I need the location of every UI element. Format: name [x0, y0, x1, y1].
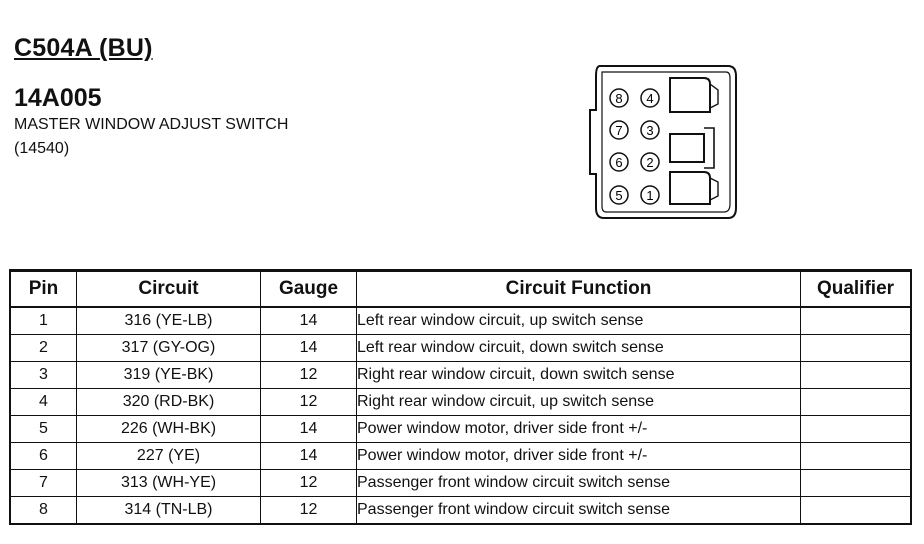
gauge-cell: 12: [260, 388, 357, 416]
pin-label: 8: [615, 91, 622, 106]
header-gauge: Gauge: [260, 270, 357, 308]
component-number: (14540): [14, 140, 70, 157]
qualifier-cell: [800, 361, 911, 389]
connector-pins: 8 4 7 3 6 2 5 1: [609, 88, 660, 205]
circuit-cell: 226 (WH-BK): [76, 415, 261, 443]
function-cell: Right rear window circuit, up switch sen…: [356, 388, 801, 416]
pin-table: Pin Circuit Gauge Circuit Function Quali…: [9, 269, 912, 525]
pin-7-marker: 7: [609, 120, 629, 140]
function-cell: Left rear window circuit, up switch sens…: [356, 306, 801, 335]
gauge-cell: 14: [260, 334, 357, 362]
circuit-cell: 316 (YE-LB): [76, 306, 261, 335]
pin-label: 7: [615, 123, 622, 138]
function-cell: Left rear window circuit, down switch se…: [356, 334, 801, 362]
pin-8-marker: 8: [609, 88, 629, 108]
qualifier-cell: [800, 415, 911, 443]
pin-2-marker: 2: [640, 152, 660, 172]
header-circuit: Circuit: [76, 270, 261, 308]
component-description: MASTER WINDOW ADJUST SWITCH: [14, 116, 289, 133]
table-row: 3 319 (YE-BK) 12 Right rear window circu…: [10, 361, 911, 389]
header-pin: Pin: [10, 270, 77, 308]
pin-label: 6: [615, 155, 622, 170]
gauge-cell: 12: [260, 361, 357, 389]
pin-cell: 4: [10, 388, 77, 416]
table-row: 1 316 (YE-LB) 14 Left rear window circui…: [10, 306, 911, 335]
function-cell: Passenger front window circuit switch se…: [356, 469, 801, 497]
table-header-row: Pin Circuit Gauge Circuit Function Quali…: [10, 270, 911, 308]
gauge-cell: 12: [260, 469, 357, 497]
table-row: 7 313 (WH-YE) 12 Passenger front window …: [10, 469, 911, 497]
pin-cell: 3: [10, 361, 77, 389]
pin-label: 1: [646, 188, 653, 203]
gauge-cell: 14: [260, 415, 357, 443]
circuit-cell: 314 (TN-LB): [76, 496, 261, 524]
pin-cell: 6: [10, 442, 77, 470]
pin-label: 3: [646, 123, 653, 138]
pin-cell: 8: [10, 496, 77, 524]
table-row: 2 317 (GY-OG) 14 Left rear window circui…: [10, 334, 911, 362]
connector-face-diagram: 8 4 7 3 6 2 5 1: [589, 65, 737, 219]
pin-label: 5: [615, 188, 622, 203]
pin-cell: 2: [10, 334, 77, 362]
connector-id: C504A (BU): [14, 34, 153, 62]
function-cell: Power window motor, driver side front +/…: [356, 415, 801, 443]
pin-1-marker: 1: [640, 185, 660, 205]
circuit-cell: 320 (RD-BK): [76, 388, 261, 416]
pin-4-marker: 4: [640, 88, 660, 108]
pin-6-marker: 6: [609, 152, 629, 172]
table-row: 6 227 (YE) 14 Power window motor, driver…: [10, 442, 911, 470]
pin-3-marker: 3: [640, 120, 660, 140]
circuit-cell: 317 (GY-OG): [76, 334, 261, 362]
pin-cell: 5: [10, 415, 77, 443]
function-cell: Right rear window circuit, down switch s…: [356, 361, 801, 389]
circuit-cell: 313 (WH-YE): [76, 469, 261, 497]
gauge-cell: 14: [260, 306, 357, 335]
table-row: 8 314 (TN-LB) 12 Passenger front window …: [10, 496, 911, 524]
part-number: 14A005: [14, 84, 102, 112]
qualifier-cell: [800, 388, 911, 416]
qualifier-cell: [800, 334, 911, 362]
pin-label: 4: [646, 91, 653, 106]
function-cell: Passenger front window circuit switch se…: [356, 496, 801, 524]
pin-cell: 7: [10, 469, 77, 497]
gauge-cell: 12: [260, 496, 357, 524]
circuit-cell: 319 (YE-BK): [76, 361, 261, 389]
header-circuit-function: Circuit Function: [356, 270, 801, 308]
pin-5-marker: 5: [609, 185, 629, 205]
pin-cell: 1: [10, 306, 77, 335]
qualifier-cell: [800, 469, 911, 497]
qualifier-cell: [800, 306, 911, 335]
table-row: 4 320 (RD-BK) 12 Right rear window circu…: [10, 388, 911, 416]
qualifier-cell: [800, 496, 911, 524]
header-qualifier: Qualifier: [800, 270, 911, 308]
qualifier-cell: [800, 442, 911, 470]
pin-label: 2: [646, 155, 653, 170]
gauge-cell: 14: [260, 442, 357, 470]
table-row: 5 226 (WH-BK) 14 Power window motor, dri…: [10, 415, 911, 443]
function-cell: Power window motor, driver side front +/…: [356, 442, 801, 470]
circuit-cell: 227 (YE): [76, 442, 261, 470]
